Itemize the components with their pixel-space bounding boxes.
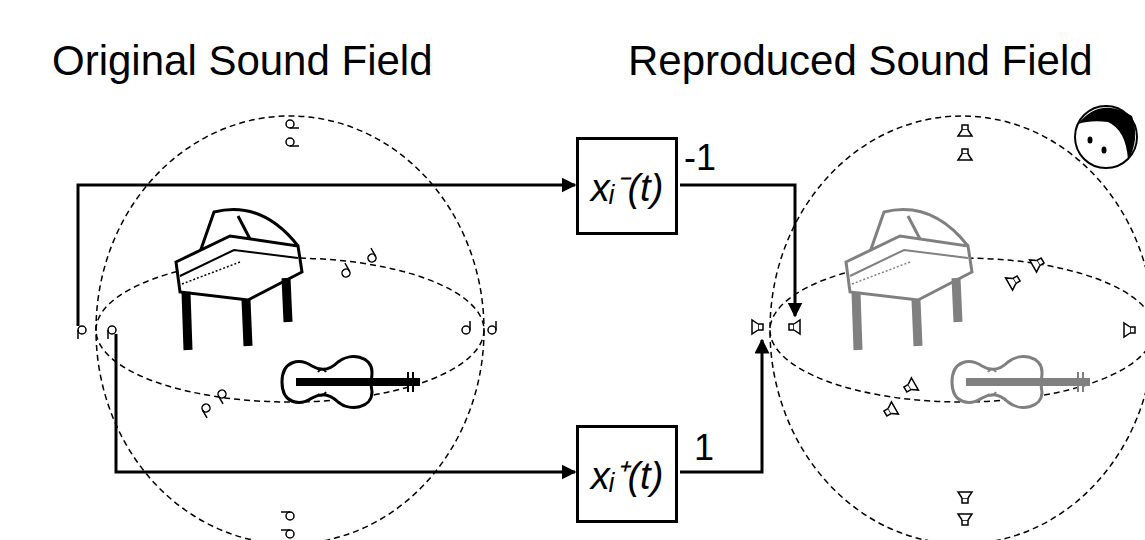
- listener-head: [1075, 106, 1137, 168]
- signal-name: xᵢ⁺(t): [591, 448, 664, 500]
- cello-figure-reproduced: [952, 357, 1090, 408]
- signal-name: xᵢ⁻(t): [591, 160, 664, 212]
- gain-label: -1: [684, 140, 716, 176]
- process-box: xᵢ⁻(t): [576, 137, 678, 235]
- panel-heading: Reproduced Sound Field: [628, 40, 1093, 82]
- panel-heading: Original Sound Field: [52, 40, 433, 82]
- gain-label: 1: [694, 430, 714, 466]
- signal-wires: [78, 185, 795, 472]
- cello-figure: [282, 357, 420, 408]
- process-box: xᵢ⁺(t): [576, 425, 678, 523]
- piano-figure-reproduced: [846, 210, 972, 350]
- reproduced-field: [770, 116, 1145, 540]
- piano-figure: [176, 210, 302, 350]
- microphones: [78, 120, 496, 538]
- original-field: [96, 116, 484, 540]
- loudspeakers: [752, 125, 1135, 525]
